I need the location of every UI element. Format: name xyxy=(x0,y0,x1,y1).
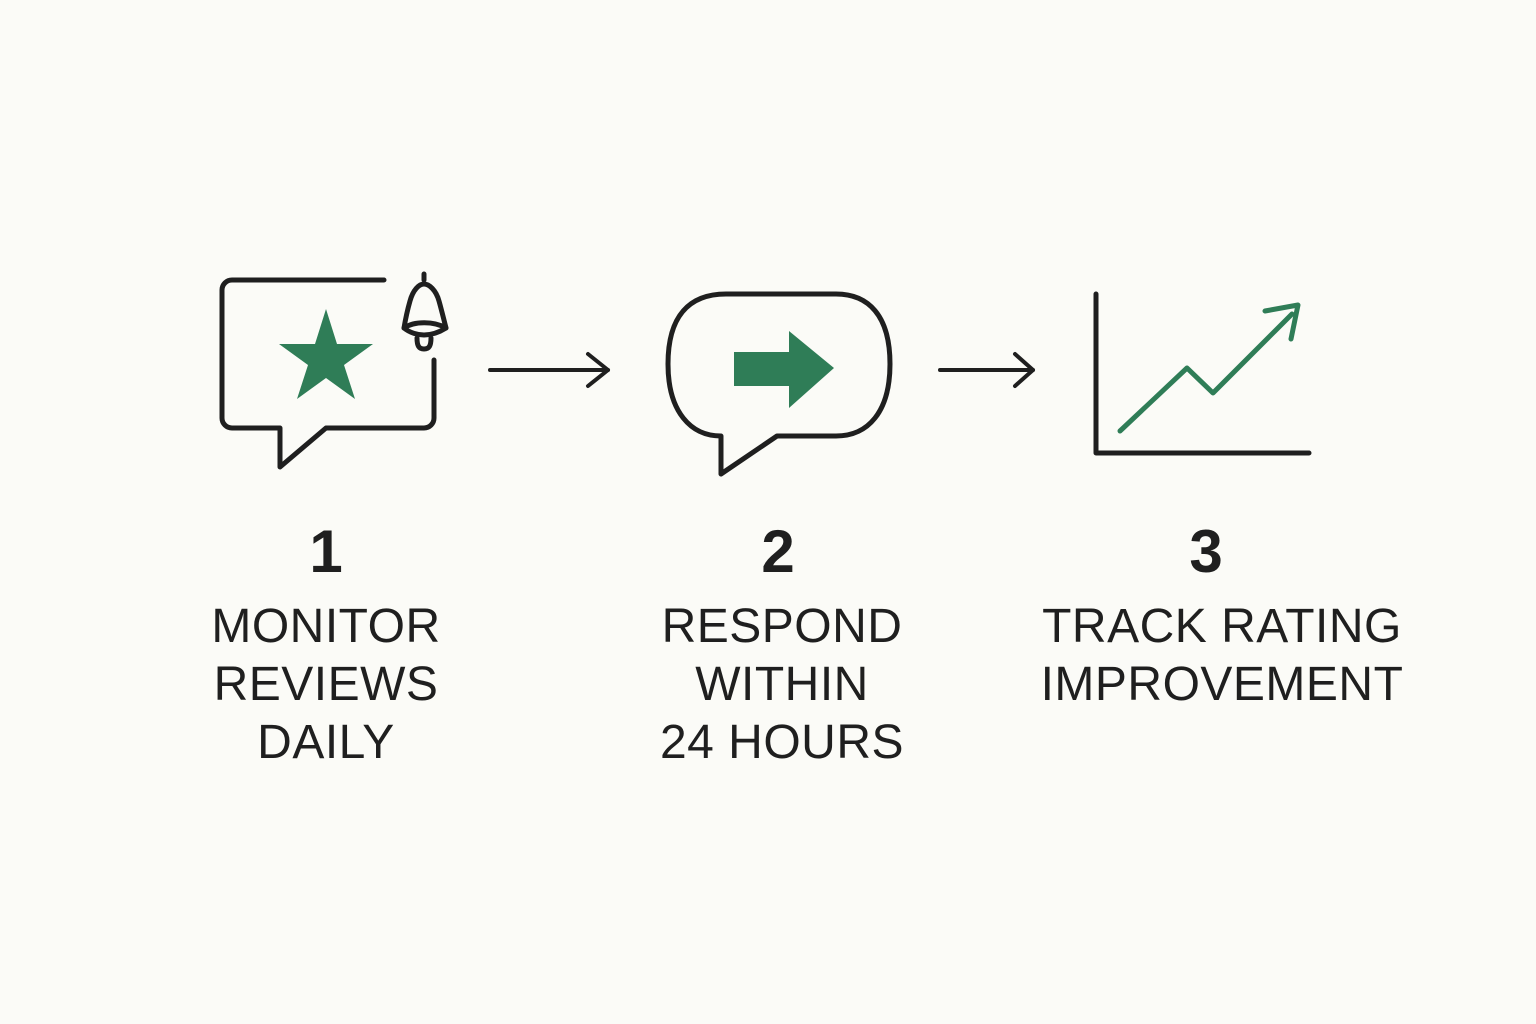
step-2-label-line-1: RESPOND xyxy=(661,600,903,653)
right-arrow-icon xyxy=(488,352,610,388)
step-3-number: 3 xyxy=(1189,518,1223,585)
step-1-label-line-1: MONITOR xyxy=(211,600,441,653)
step-3-label-line-1: TRACK RATING xyxy=(1042,600,1402,653)
connector-arrow-2 xyxy=(938,352,1035,388)
step-1-label-line-3: DAILY xyxy=(257,716,395,769)
speech-bubble-icon xyxy=(219,277,437,470)
step-3-icon xyxy=(1093,291,1312,456)
trend-arrow-icon xyxy=(1117,302,1301,434)
right-arrow-icon xyxy=(938,352,1035,388)
speech-bubble-icon xyxy=(665,291,893,477)
step-2-label-line-2: WITHIN xyxy=(695,658,869,711)
star-icon xyxy=(279,309,373,399)
step-1-number: 1 xyxy=(309,518,343,585)
right-arrow-icon xyxy=(734,331,834,408)
step-3-label: TRACK RATING IMPROVEMENT xyxy=(1012,598,1432,714)
step-3-label-line-2: IMPROVEMENT xyxy=(1040,658,1404,711)
step-1-label: MONITOR REVIEWS DAILY xyxy=(116,598,536,772)
step-1-icon xyxy=(219,271,449,470)
step-2-label: RESPOND WITHIN 24 HOURS xyxy=(572,598,992,772)
step-1-label-line-2: REVIEWS xyxy=(213,658,439,711)
line-chart-icon xyxy=(1093,291,1312,456)
connector-arrow-1 xyxy=(488,352,610,388)
step-2-number: 2 xyxy=(761,518,795,585)
step-2-label-line-3: 24 HOURS xyxy=(659,716,905,769)
step-2-icon xyxy=(665,291,893,477)
bell-icon xyxy=(401,271,449,352)
